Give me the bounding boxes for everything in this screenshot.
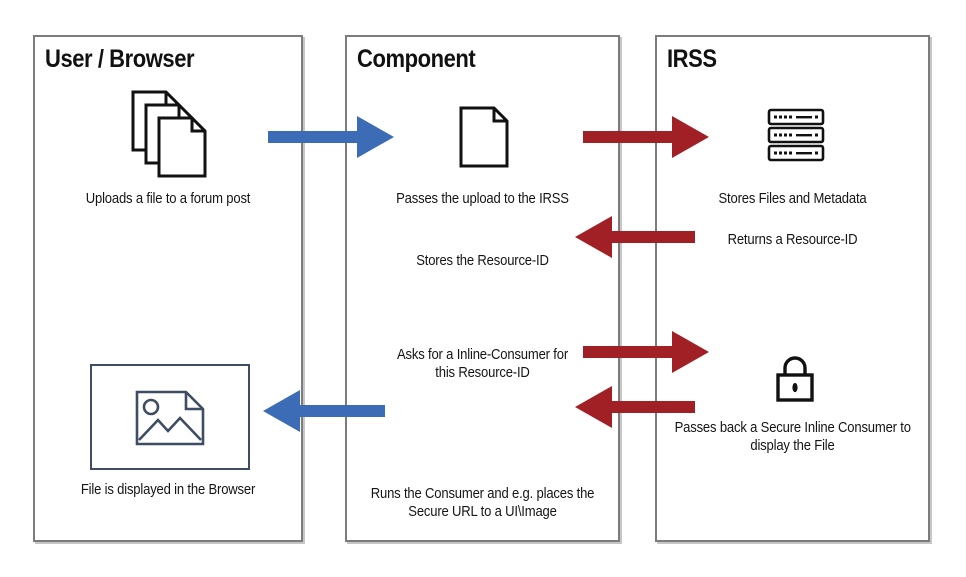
server-icon <box>767 108 825 164</box>
pass-back-caption-line2: display the File <box>750 437 835 454</box>
display-file-arrow <box>263 389 385 433</box>
column-title-user-browser: User / Browser <box>45 45 195 73</box>
pass-upload-caption: Passes the upload to the IRSS <box>396 190 569 207</box>
pass-back-consumer-arrow <box>575 385 695 429</box>
pass-upload-arrow <box>583 115 710 159</box>
pass-back-caption: Passes back a Secure Inline Consumer to … <box>675 419 911 455</box>
upload-arrow <box>268 115 395 159</box>
lock-icon <box>774 353 816 403</box>
displayed-file-frame <box>90 364 250 470</box>
store-resource-id-caption: Stores the Resource-ID <box>416 252 549 269</box>
column-irss: IRSS Stores Files and Metadata R <box>655 35 930 542</box>
files-stack-icon <box>131 90 211 182</box>
ask-consumer-caption-line2: this Resource-ID <box>435 364 530 381</box>
run-consumer-caption-line2: Secure URL to a UI\Image <box>408 503 557 520</box>
returns-resource-id-caption: Returns a Resource-ID <box>727 231 858 248</box>
image-placeholder-icon <box>135 390 205 446</box>
document-icon <box>459 106 509 168</box>
ask-consumer-caption-line1: Asks for a Inline-Consumer for <box>396 346 569 363</box>
column-user-browser: User / Browser Uploads a file to a forum… <box>33 35 303 542</box>
run-consumer-caption: Runs the Consumer and e.g. places the Se… <box>365 485 601 521</box>
upload-caption: Uploads a file to a forum post <box>85 190 251 207</box>
display-caption: File is displayed in the Browser <box>80 481 256 498</box>
ask-consumer-caption: Asks for a Inline-Consumer for this Reso… <box>365 346 601 382</box>
return-resource-id-arrow <box>575 215 695 259</box>
ask-consumer-arrow <box>583 330 710 374</box>
column-title-irss: IRSS <box>667 45 717 73</box>
stores-files-caption: Stores Files and Metadata <box>718 190 867 207</box>
column-component: Component Passes the upload to the IRSS … <box>345 35 620 542</box>
column-title-component: Component <box>357 45 476 73</box>
run-consumer-caption-line1: Runs the Consumer and e.g. places the <box>370 485 595 502</box>
pass-back-caption-line1: Passes back a Secure Inline Consumer to <box>674 419 911 436</box>
